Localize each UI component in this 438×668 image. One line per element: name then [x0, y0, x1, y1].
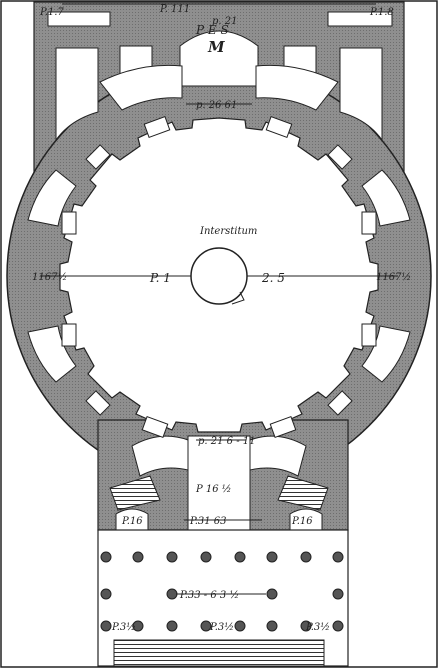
oculus-cut [231, 291, 245, 305]
tabernacles [61, 116, 377, 438]
diameter-left-label: P. 1 [149, 271, 171, 285]
rotunda-niches [27, 64, 411, 477]
bottom-right-label: P.3½ [305, 622, 330, 633]
top-right-label: P.1.8 [369, 7, 394, 18]
pes-label: P E S [195, 23, 229, 37]
oculus-circle [190, 247, 248, 305]
left-side-label: 1167½ [32, 272, 67, 283]
right-side-label: 1167½ [376, 272, 411, 283]
upper-arc-label: p. 26 61 [196, 100, 237, 111]
lower-span-label: p. 21 6 - 11 [198, 436, 256, 447]
right-pier-label: P.16 [291, 516, 313, 527]
bottom-left-label: P.3½ [111, 622, 136, 633]
portico-columns [100, 551, 344, 632]
portico-width-label: P 16 ½ [195, 484, 232, 495]
entrance-steps [113, 639, 325, 667]
bottom-center-label: P.3½ [209, 622, 234, 633]
vestibule-openings [109, 435, 329, 531]
top-center-label: P. 111 [159, 4, 190, 15]
center-label: Interstitum [199, 226, 257, 237]
top-small-label: p. 21 [212, 16, 237, 27]
colonnade-label: P.33 - 6 3 ½ [179, 590, 239, 601]
left-pier-label: P.16 [121, 516, 143, 527]
m-label: M [207, 38, 225, 56]
diameter-right-label: 2. 5 [261, 271, 285, 285]
top-left-label: P.1.7 [39, 7, 64, 18]
center-span-label: P.31 63 [189, 516, 227, 527]
